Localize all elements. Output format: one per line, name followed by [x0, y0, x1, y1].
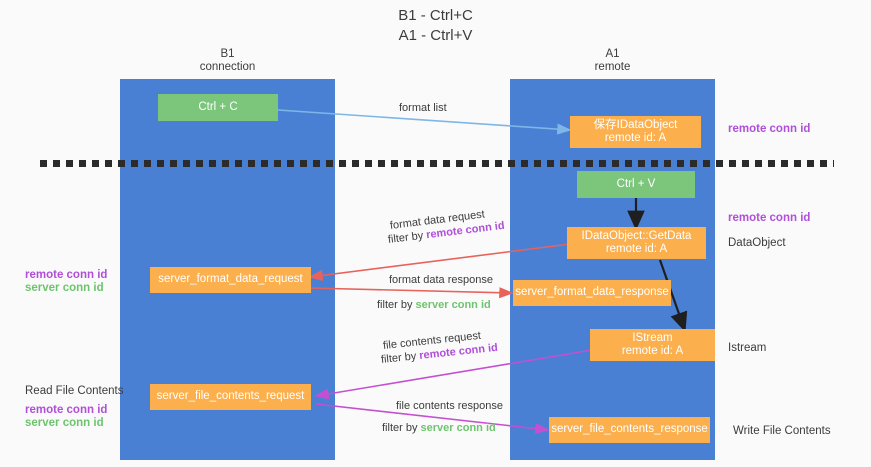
box-save-dataobject-line1: 保存IDataObject — [593, 118, 678, 131]
lane-header-right: A1 remote — [510, 48, 715, 74]
box-server-format-data-request[interactable]: server_format_data_request — [150, 267, 311, 293]
box-server-format-data-response-label: server_format_data_response — [515, 286, 669, 299]
label-left-server-conn-id-bottom: server conn id — [25, 417, 104, 429]
label-istream: Istream — [728, 342, 767, 354]
title-line-1: B1 - Ctrl+C — [398, 7, 473, 24]
box-server-file-contents-request[interactable]: server_file_contents_request — [150, 384, 311, 410]
lane-header-left-role: connection — [199, 61, 256, 73]
filter-by-text-4: filter by — [382, 422, 418, 434]
box-getdata-line1: IDataObject::GetData — [581, 229, 692, 242]
arrow-label-format-data-response: format data response — [389, 274, 493, 286]
label-remote-conn-id-mid: remote conn id — [728, 212, 811, 224]
box-ctrl-v[interactable]: Ctrl + V — [577, 171, 695, 198]
filter-by-text-2: filter by — [377, 299, 413, 311]
lane-header-right-role: remote — [594, 61, 631, 73]
lane-header-left-name: B1 — [220, 48, 235, 60]
server-conn-id-kw-1: server conn id — [415, 299, 491, 311]
arrow-label-file-contents-response: file contents response — [396, 400, 504, 412]
phase-divider — [40, 160, 834, 167]
box-ctrl-c-label: Ctrl + C — [198, 100, 238, 113]
box-istream-line2: remote id: A — [621, 345, 684, 357]
box-getdata-line2: remote id: A — [605, 243, 668, 255]
filter-by-text-1: filter by — [387, 229, 424, 246]
lane-header-left: B1 connection — [120, 48, 335, 74]
label-remote-conn-id-top: remote conn id — [728, 123, 811, 135]
box-server-format-data-request-label: server_format_data_request — [158, 273, 303, 286]
box-istream-line1: IStream — [632, 331, 673, 344]
box-idataobject-getdata[interactable]: IDataObject::GetData remote id: A — [567, 227, 706, 259]
arrow-format-data-response — [309, 287, 514, 299]
arrow-label-format-list: format list — [399, 102, 447, 114]
server-conn-id-kw-2: server conn id — [420, 422, 496, 434]
filter-by-text-3: filter by — [380, 350, 417, 366]
box-istream[interactable]: IStream remote id: A — [590, 329, 715, 361]
box-ctrl-c[interactable]: Ctrl + C — [158, 94, 278, 121]
diagram-title: B1 - Ctrl+C A1 - Ctrl+V — [0, 6, 871, 46]
box-ctrl-v-label: Ctrl + V — [616, 177, 656, 190]
lane-header-right-name: A1 — [605, 48, 620, 60]
title-line-2: A1 - Ctrl+V — [398, 27, 473, 44]
label-left-remote-conn-id-bottom: remote conn id — [25, 404, 108, 416]
arrow-label-filter-by-server-1: filter by server conn id — [377, 298, 491, 312]
label-left-server-conn-id-top: server conn id — [25, 282, 104, 294]
label-read-file-contents: Read File Contents — [25, 385, 124, 397]
label-dataobject: DataObject — [728, 237, 786, 249]
box-server-file-contents-response[interactable]: server_file_contents_response — [549, 417, 710, 443]
arrow-label-filter-by-server-2: filter by server conn id — [382, 421, 496, 435]
box-save-dataobject-line2: remote id: A — [604, 132, 667, 144]
box-save-dataobject[interactable]: 保存IDataObject remote id: A — [570, 116, 701, 148]
label-left-remote-conn-id-top: remote conn id — [25, 269, 108, 281]
box-server-format-data-response[interactable]: server_format_data_response — [513, 280, 671, 306]
label-write-file-contents: Write File Contents — [733, 425, 831, 437]
box-server-file-contents-request-label: server_file_contents_request — [156, 390, 305, 403]
box-server-file-contents-response-label: server_file_contents_response — [551, 423, 708, 436]
